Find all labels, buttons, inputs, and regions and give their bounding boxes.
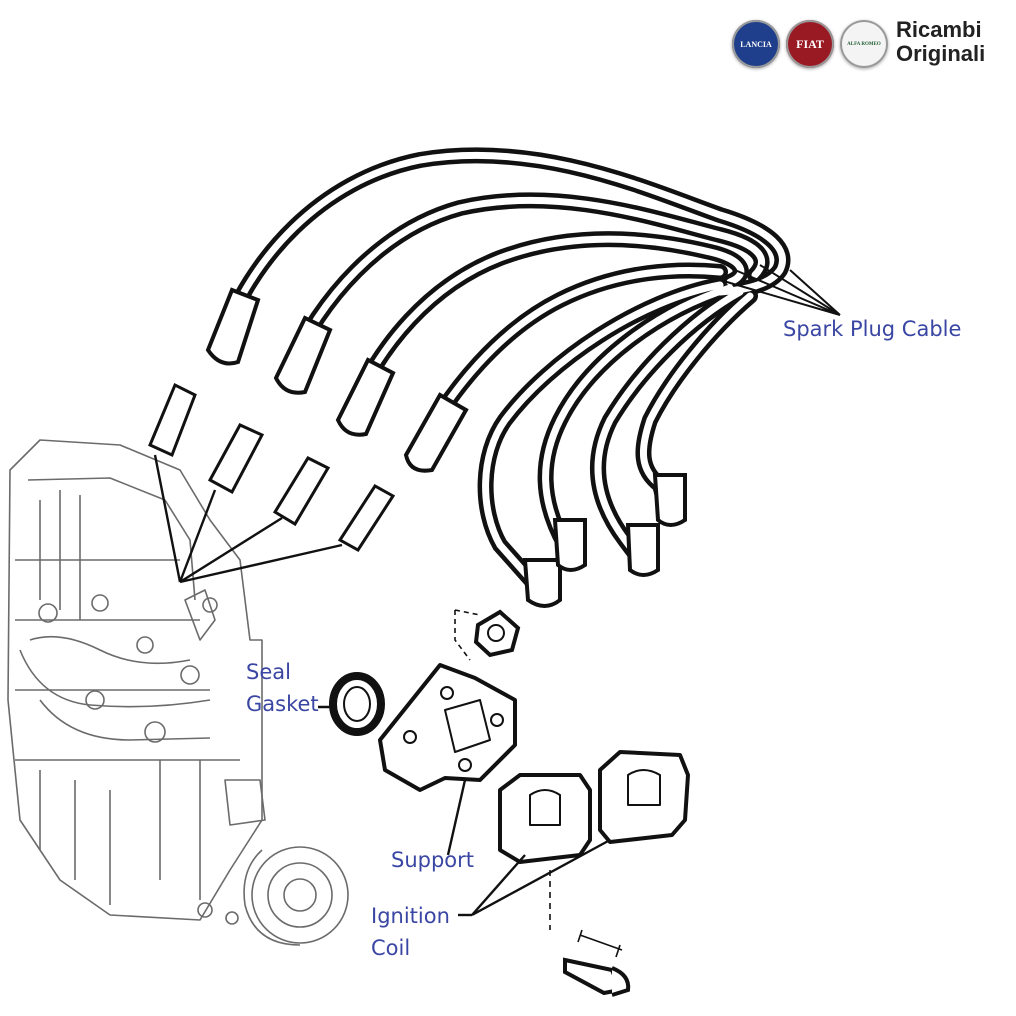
fiat-logo: FIAT [786,20,834,68]
label-gasket: Gasket [246,692,319,716]
spark-plug-cable-harness [205,147,791,608]
brand-text: Ricambi Originali [896,18,985,66]
engine-block [7,439,349,946]
spark-plugs [148,382,396,552]
support-bracket [378,663,517,856]
lancia-logo: LANCIA [732,20,780,68]
label-ignition: Ignition [371,904,450,928]
nut [454,609,521,661]
brand-block: LANCIA FIAT ALFA ROMEO Ricambi Originali [732,16,1012,72]
label-seal: Seal [246,660,291,684]
brand-line-2: Originali [896,41,986,66]
bolt [549,870,631,997]
ignition-coils [458,750,690,917]
cable-leaders [719,264,841,316]
spark-plug-leaders [153,454,343,584]
label-coil: Coil [371,936,411,960]
brand-line-1: Ricambi [896,17,982,42]
label-support: Support [391,848,475,872]
seal-gasket [318,672,385,736]
label-spark-plug-cable: Spark Plug Cable [783,317,962,341]
alfa-romeo-logo: ALFA ROMEO [840,20,888,68]
